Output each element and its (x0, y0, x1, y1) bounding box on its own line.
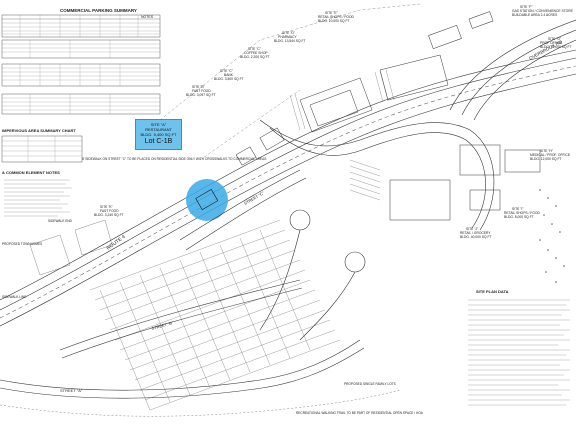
svg-text:SITE "B": SITE "B" (192, 85, 206, 89)
site-k-label: SITE "K" FAST FOOD BLDG. 3,240 SQ FT (94, 205, 124, 217)
svg-text:SITE "J": SITE "J" (466, 227, 479, 231)
street-c (179, 169, 307, 251)
parking-summary-table: COMMERCIAL PARKING SUMMARY NOTES (1, 8, 161, 115)
svg-text:SITE "D": SITE "D" (282, 31, 296, 35)
walking-trail (0, 389, 401, 417)
svg-text:SITE "C": SITE "C" (220, 69, 234, 73)
site-c-coffee-label: SITE "C" COFFEE SHOP BLDG. 2,200 SQ FT (240, 47, 270, 59)
svg-text:BLDG. 2,200 SQ FT: BLDG. 2,200 SQ FT (240, 55, 270, 59)
svg-text:BLDG. 13,544 SQ FT: BLDG. 13,544 SQ FT (274, 39, 306, 43)
site-e-label: SITE "E" RETAIL SHOPS / FOOD BLDG. 10,00… (318, 11, 355, 23)
svg-text:BLDG. 12,000 SQ FT: BLDG. 12,000 SQ FT (540, 45, 572, 49)
street-a (0, 339, 365, 399)
site-c-building (235, 127, 285, 166)
lot-id-label: Lot C-1B (144, 138, 173, 145)
svg-text:BLDG. 8,000 SQ FT: BLDG. 8,000 SQ FT (504, 215, 534, 219)
site-g-label: SITE "G" PROF OFFICE BLDG. 12,000 SQ FT (540, 37, 572, 49)
svg-text:SITE "H": SITE "H" (540, 149, 554, 153)
sidewalk-line-note: SIDEWALK LINE (2, 295, 26, 299)
lot-use-label: RESTAURANT (145, 127, 172, 132)
site-f-label: SITE "F" GAS STATION / CONVENIENCE STORE… (512, 5, 574, 17)
street-b-label: STREET "B" (151, 320, 174, 331)
residential-lots (89, 219, 341, 411)
svg-text:FAST FOOD: FAST FOOD (192, 89, 211, 93)
commercial-building-j (389, 144, 541, 221)
site-plan-data-title: SITE PLAN DATA (476, 289, 509, 294)
site-d-label: SITE "D" PHARMACY BLDG. 13,544 SQ FT (274, 31, 306, 43)
svg-text:SITE "E": SITE "E" (325, 11, 339, 15)
svg-text:BANK: BANK (224, 73, 234, 77)
trail-note: RECREATIONAL WALKING TRAIL TO BE PART OF… (296, 411, 424, 415)
svg-text:BLDG. 10,000 SQ FT: BLDG. 10,000 SQ FT (318, 19, 350, 23)
tree-line (539, 189, 565, 283)
svg-text:SITE "F": SITE "F" (520, 5, 533, 9)
svg-text:MEDICAL / PROF. OFFICE: MEDICAL / PROF. OFFICE (530, 153, 571, 157)
sidewalk-note: 8' SIDEWALK ON STREET "C" TO BE PLACED O… (82, 157, 266, 161)
townhomes-note: PROPOSED TOWNHOMES (2, 242, 42, 246)
svg-text:BLDG. 3,500 SQ FT: BLDG. 3,500 SQ FT (214, 77, 244, 81)
svg-text:SITE "I": SITE "I" (512, 207, 524, 211)
svg-text:PROF OFFICE: PROF OFFICE (540, 41, 563, 45)
site-i-label: SITE "I" RETAIL SHOPS / FOOD BLDG. 8,000… (504, 207, 541, 219)
svg-text:SITE "C": SITE "C" (248, 47, 262, 51)
svg-text:GAS STATION / CONVENIENCE STOR: GAS STATION / CONVENIENCE STORE (512, 9, 574, 13)
svg-text:FAST FOOD: FAST FOOD (100, 209, 119, 213)
svg-text:RETAIL SHOPS / FOOD: RETAIL SHOPS / FOOD (318, 15, 355, 19)
svg-text:BLDG. 3,240 SQ FT: BLDG. 3,240 SQ FT (94, 213, 124, 217)
lot-c-1b-label-box[interactable]: SITE "A" RESTAURANT BLDG. 5,400 SQ FT Lo… (135, 119, 182, 150)
svg-text:RETAIL SHOPS / FOOD: RETAIL SHOPS / FOOD (504, 211, 541, 215)
single-family-note: PROPOSED SINGLE FAMILY LOTS (344, 382, 396, 386)
parking-stalls (289, 69, 395, 131)
commercial-loop-road (259, 119, 495, 231)
svg-text:BUILDABLE AREA 2.4 ACRES: BUILDABLE AREA 2.4 ACRES (512, 13, 558, 17)
impervious-area-chart: IMPERVIOUS AREA SUMMARY CHART (1, 128, 83, 163)
parking-stalls (349, 159, 381, 201)
site-c-bank-label: SITE "C" BANK BLDG. 3,500 SQ FT (214, 69, 244, 81)
sidewalk-end-note: SIDEWALK END (48, 219, 73, 223)
svg-text:SITE "G": SITE "G" (548, 37, 562, 41)
lot-c-1b-building (195, 189, 219, 211)
svg-text:BLDG. 40,000 SQ FT: BLDG. 40,000 SQ FT (460, 235, 492, 239)
svg-text:BLDG. 12,000 SQ FT: BLDG. 12,000 SQ FT (530, 157, 562, 161)
svg-text:COFFEE SHOP: COFFEE SHOP (244, 51, 268, 55)
common-notes-title: & COMMON ELEMENT NOTES (2, 170, 60, 175)
property-line (159, 3, 421, 161)
svg-text:BLDG. 3,097 SQ FT: BLDG. 3,097 SQ FT (186, 93, 216, 97)
street-c-label: STREET "C" (243, 190, 266, 206)
site-f-building (428, 11, 494, 50)
site-h-label: SITE "H" MEDICAL / PROF. OFFICE BLDG. 12… (530, 149, 571, 161)
lot-c-1b-highlight[interactable] (186, 179, 228, 221)
residential-cul-de-sac (259, 209, 366, 341)
site-b-label: SITE "B" FAST FOOD BLDG. 3,097 SQ FT (186, 85, 216, 97)
route-4-road (0, 49, 576, 327)
svg-text:PHARMACY: PHARMACY (278, 35, 297, 39)
svg-text:RETAIL / GROCERY: RETAIL / GROCERY (460, 231, 491, 235)
common-element-notes: & COMMON ELEMENT NOTES (2, 170, 72, 217)
street-a-label: STREET "A" (60, 388, 83, 393)
svg-text:SITE "K": SITE "K" (100, 205, 114, 209)
townhomes-block (29, 219, 113, 276)
street-b (59, 279, 303, 359)
site-plan-data: SITE PLAN DATA (468, 289, 570, 406)
overbrook-road (449, 19, 576, 121)
lot-site-label: SITE "A" (150, 122, 167, 127)
lot-bldg-label: BLDG. 5,400 SQ FT (140, 132, 177, 137)
site-j-label: SITE "J" RETAIL / GROCERY BLDG. 40,000 S… (460, 227, 492, 239)
parking-notes-header: NOTES (141, 15, 154, 19)
commercial-building-d (299, 54, 449, 133)
impervious-area-title: IMPERVIOUS AREA SUMMARY CHART (2, 128, 76, 133)
parking-summary-title: COMMERCIAL PARKING SUMMARY (60, 8, 137, 13)
